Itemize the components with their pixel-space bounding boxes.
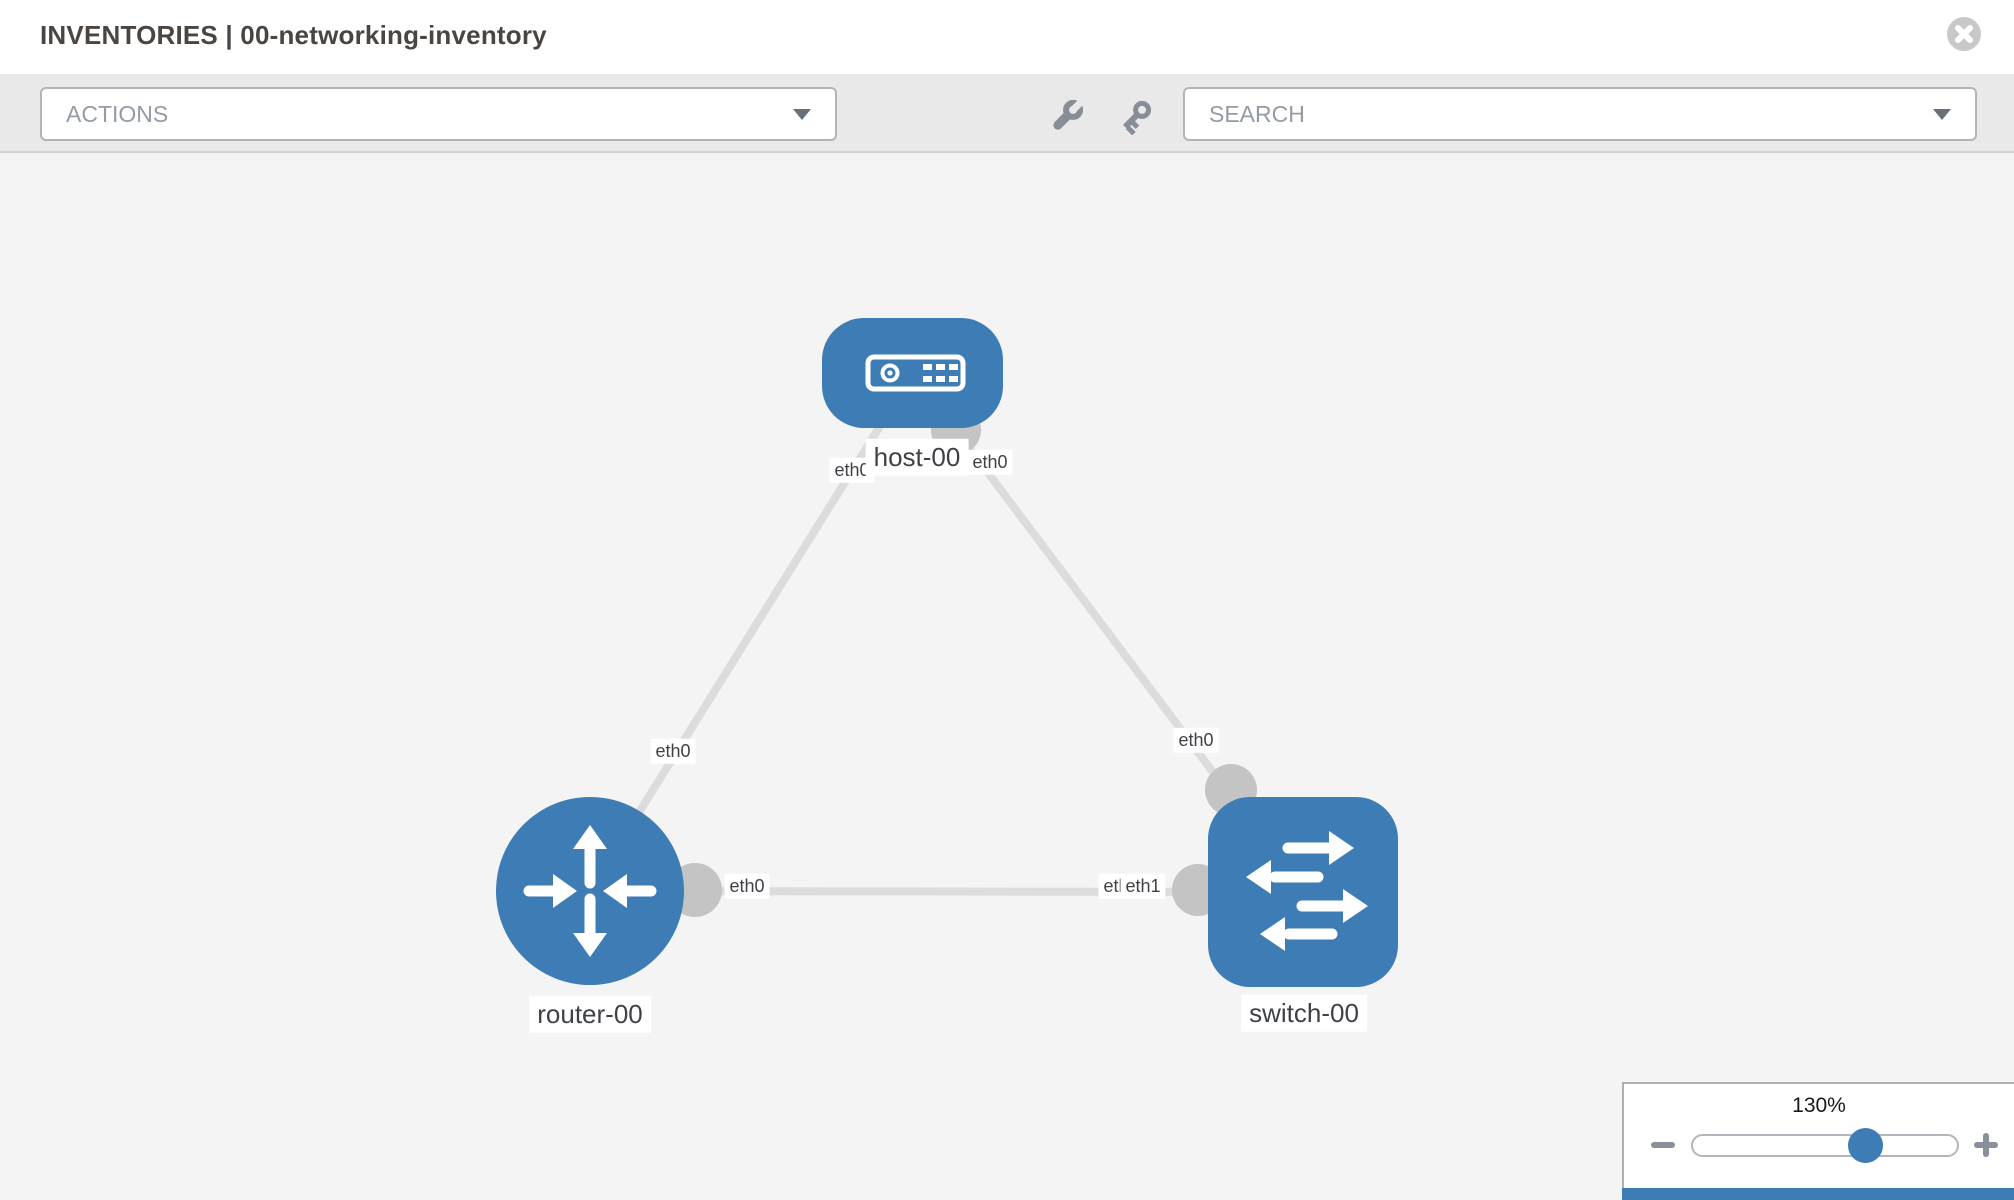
switch-icon	[1246, 831, 1368, 951]
chevron-down-icon	[1933, 108, 1951, 120]
zoom-in-button[interactable]	[1974, 1133, 1998, 1157]
close-button[interactable]	[1947, 17, 1981, 51]
router-icon	[523, 825, 657, 957]
interface-label: eth0	[724, 873, 770, 899]
search-dropdown-label: SEARCH	[1209, 100, 1305, 127]
node-label-router: router-00	[529, 995, 651, 1033]
chevron-down-icon	[793, 108, 811, 120]
interface-label: eth1	[1120, 873, 1166, 899]
wrench-tool-button[interactable]	[1048, 98, 1085, 135]
zoom-out-button[interactable]	[1651, 1142, 1675, 1148]
header: INVENTORIES | 00-networking-inventory	[0, 0, 2014, 74]
node-label-host: host-00	[865, 438, 969, 476]
node-switch-00[interactable]	[1208, 797, 1398, 987]
zoom-slider[interactable]	[1691, 1134, 1959, 1157]
interface-label: eth0	[1173, 727, 1219, 753]
actions-dropdown-label: ACTIONS	[66, 100, 169, 127]
zoom-slider-handle[interactable]	[1848, 1128, 1883, 1163]
page-title: INVENTORIES | 00-networking-inventory	[40, 20, 547, 50]
key-icon	[1122, 100, 1152, 136]
actions-dropdown[interactable]: ACTIONS	[40, 87, 837, 141]
node-label-switch: switch-00	[1241, 994, 1367, 1032]
node-router-00[interactable]	[496, 797, 684, 985]
topology-canvas[interactable]: eth0 eth0 eth0 eth0 eth0 eth0 eth1 host-…	[0, 153, 2014, 1200]
interface-label: eth0	[967, 449, 1013, 475]
topology-graph	[496, 318, 1398, 987]
key-tool-button[interactable]	[1117, 99, 1153, 136]
host-icon	[865, 354, 966, 392]
zoom-level-label: 130%	[1792, 1094, 1846, 1117]
zoom-panel: 130%	[1622, 1082, 2014, 1200]
close-icon	[1947, 17, 1981, 51]
bottom-accent-bar	[1622, 1188, 2014, 1200]
toolbar: ACTIONS SEARCH	[0, 74, 2014, 153]
wrench-icon	[1053, 98, 1085, 130]
search-dropdown[interactable]: SEARCH	[1183, 87, 1977, 141]
node-host-00[interactable]	[822, 318, 1003, 428]
interface-label: eth0	[650, 738, 696, 764]
